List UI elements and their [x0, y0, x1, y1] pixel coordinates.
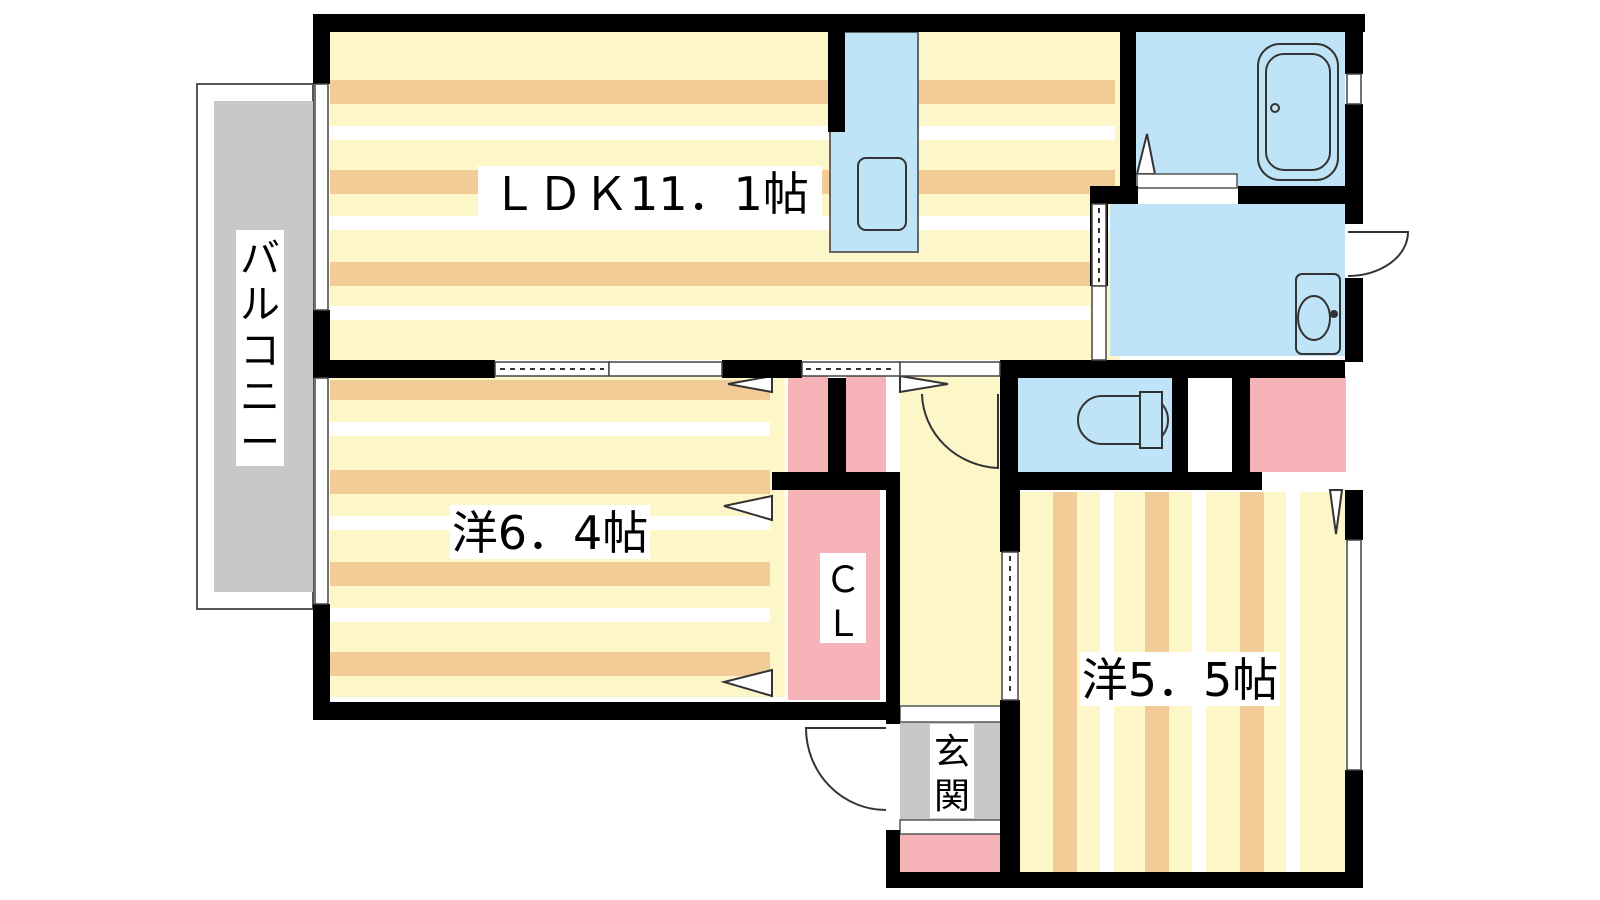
walls	[313, 14, 1365, 888]
closet-door-marker-1	[727, 374, 773, 394]
bathtub-icon	[1257, 43, 1339, 181]
kitchen-sink-icon	[857, 157, 907, 231]
room-label-western-a: 洋6．4帖	[452, 506, 649, 560]
sliding-doors	[494, 203, 1107, 377]
balcony-char-5: ー	[240, 420, 280, 466]
closet-door-marker-2	[723, 494, 773, 522]
toilet-door-icon	[921, 393, 999, 470]
washroom-exterior-door-icon	[1347, 231, 1410, 277]
bath-drain-icon	[1270, 103, 1280, 113]
entrance-label-bg	[930, 724, 974, 818]
kitchen-wall	[828, 32, 845, 132]
balcony-char-1: バ	[240, 236, 280, 282]
balcony-char-4: ニ	[240, 374, 280, 420]
hallway	[900, 370, 1002, 710]
storage-upper-right	[846, 376, 886, 474]
storage-upper-left	[788, 376, 828, 474]
entrance-door-icon	[804, 727, 887, 811]
ldk-label-bg	[478, 166, 822, 220]
balcony-char-2: ル	[240, 282, 280, 328]
western-b-label-bg	[1080, 652, 1280, 706]
room-label-western-b: 洋5．5帖	[1082, 653, 1279, 707]
balcony-char-3: コ	[240, 328, 280, 374]
entrance-label-2: 関	[934, 776, 970, 817]
storage-right-door-marker	[1328, 489, 1344, 535]
closet-label-c: Ｃ	[825, 560, 861, 601]
room-bathroom	[1135, 30, 1345, 189]
entrance-label-1: 玄	[934, 732, 970, 773]
closet-door-marker-3	[720, 668, 773, 698]
cl-label-bg	[820, 553, 866, 643]
hall-door-marker-icon	[899, 374, 949, 394]
room-washroom	[1110, 204, 1345, 356]
closet-label-l: Ｌ	[825, 604, 861, 645]
western-a-label-bg	[450, 505, 650, 559]
washbasin-icon	[1295, 273, 1341, 355]
balcony-label-bg	[236, 230, 284, 466]
storage-right	[1250, 376, 1346, 472]
room-label-ldk: ＬＤＫ11．1帖	[491, 167, 809, 221]
room-toilet	[1012, 376, 1172, 472]
